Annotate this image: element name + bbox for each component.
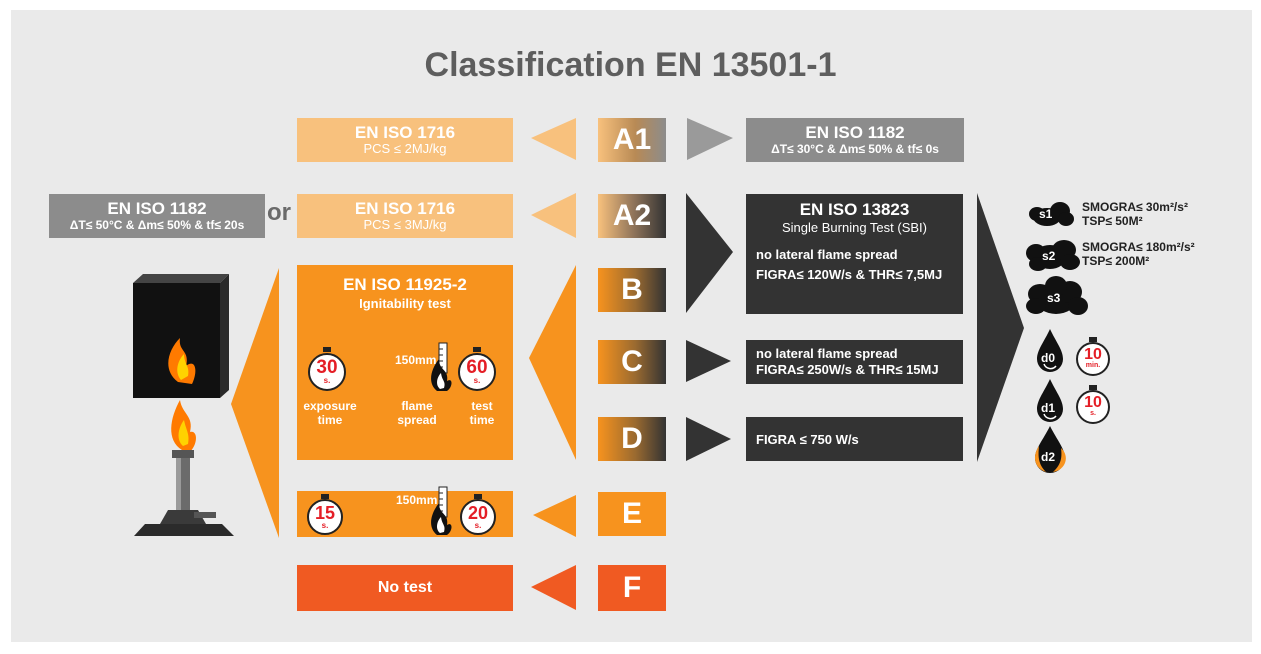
class-f-badge: F [598, 565, 666, 611]
a2-left-heading: EN ISO 1716 [354, 198, 456, 218]
d0-timer-value: 10 [1084, 346, 1102, 363]
a1-left-box: EN ISO 1716 PCS ≤ 2MJ/kg [297, 118, 513, 162]
d2-label: d2 [1041, 450, 1056, 464]
test-value: 60 [466, 357, 488, 378]
a1-right-criteria: ΔT≤ 30°C & Δm≤ 50% & tf≤ 0s [771, 141, 939, 156]
d0-timer-unit: min. [1085, 362, 1101, 369]
s1-criteria: SMOGRA≤ 30m²/s² TSP≤ 50M² [1082, 200, 1188, 229]
ignitability-subheading: Ignitability test [359, 296, 451, 311]
s1-line2: TSP≤ 50M² [1082, 214, 1143, 229]
s2-line2: TSP≤ 200M² [1082, 254, 1150, 269]
s1-line1: SMOGRA≤ 30m²/s² [1082, 200, 1188, 214]
exposure-unit: s. [323, 376, 331, 385]
class-f-box: No test [297, 565, 513, 611]
d1-label: d1 [1041, 401, 1056, 415]
droplet-d0-icon [1037, 329, 1063, 372]
a2-alt-box: EN ISO 1182 ΔT≤ 50°C & Δm≤ 50% & tf≤ 20s [49, 194, 265, 238]
a2-alt-criteria: ΔT≤ 50°C & Δm≤ 50% & tf≤ 20s [69, 217, 245, 232]
class-a1-badge: A1 [598, 118, 666, 162]
sbi-line2: FIGRA≤ 120W/s & THR≤ 7,5MJ [756, 266, 943, 282]
droplet-d2-icon [1035, 426, 1065, 473]
d1-timer-icon: 10 s. [1074, 385, 1112, 425]
a2-alt-heading: EN ISO 1182 [107, 199, 207, 219]
e-flame-height-label: 150mm [396, 493, 438, 507]
sbi-heading: EN ISO 13823 [799, 200, 910, 219]
page-title: Classification EN 13501-1 [424, 46, 837, 84]
d0-timer-icon: 10 min. [1074, 337, 1112, 377]
or-label: or [267, 199, 291, 226]
burner-illustration [133, 274, 234, 536]
a2-left-box: EN ISO 1716 PCS ≤ 3MJ/kg [297, 194, 513, 238]
arrow-a2-left [531, 193, 576, 238]
class-d-line1: FIGRA ≤ 750 W/s [756, 432, 859, 447]
droplet-d1-icon [1037, 379, 1063, 422]
test-timer-icon: 60 s. [457, 347, 497, 391]
class-b-badge: B [598, 268, 666, 312]
a1-right-heading: EN ISO 1182 [805, 123, 905, 143]
a1-left-criteria: PCS ≤ 2MJ/kg [363, 141, 447, 157]
flame-height-label: 150mm [395, 353, 437, 367]
flame-ruler-icon [431, 342, 452, 391]
s1-label: s1 [1039, 207, 1053, 221]
d1-timer-value: 10 [1084, 394, 1102, 411]
e-test-value: 20 [467, 503, 489, 523]
arrow-c [686, 340, 731, 382]
sbi-subheading: Single Burning Test (SBI) [782, 220, 927, 235]
d0-label: d0 [1041, 351, 1056, 365]
e-test-timer-icon: 20 s. [458, 494, 498, 538]
e-test-unit: s. [474, 521, 482, 530]
arrow-f [531, 565, 576, 610]
class-e-badge: E [598, 492, 666, 536]
e-exposure-timer-icon: 15 s. [305, 494, 345, 538]
funnel-center-arrow [529, 265, 576, 460]
s2-label: s2 [1042, 249, 1056, 263]
class-c-line2: FIGRA≤ 250W/s & THR≤ 15MJ [756, 362, 939, 378]
s3-label: s3 [1047, 291, 1061, 305]
s2-line1: SMOGRA≤ 180m²/s² [1082, 240, 1195, 254]
class-c-badge: C [598, 340, 666, 384]
e-exposure-unit: s. [321, 521, 329, 530]
ignitability-heading: EN ISO 11925-2 [343, 275, 467, 294]
label-exposure: exposure time [303, 399, 357, 428]
e-exposure-value: 15 [314, 503, 336, 523]
class-e-box: 15 s. 150mm 20 s. [297, 486, 513, 538]
class-d-badge: D [598, 417, 666, 461]
d1-timer-unit: s. [1090, 410, 1096, 417]
label-flame: flame spread [397, 399, 437, 428]
class-a2-badge: A2 [598, 194, 666, 238]
class-c-box: no lateral flame spread FIGRA≤ 250W/s & … [746, 340, 963, 384]
no-test-label: No test [377, 578, 433, 596]
arrow-e [533, 495, 576, 537]
arrow-a1-left [531, 118, 576, 160]
class-c-line1: no lateral flame spread [756, 346, 898, 361]
sbi-box: EN ISO 13823 Single Burning Test (SBI) n… [746, 194, 963, 314]
s2-criteria: SMOGRA≤ 180m²/s² TSP≤ 200M² [1082, 240, 1195, 269]
exposure-timer-icon: 30 s. [307, 347, 347, 391]
arrow-a1-right [687, 118, 733, 160]
funnel-left-arrow [231, 268, 279, 538]
cloud-s3-icon [1026, 276, 1088, 315]
a1-left-heading: EN ISO 1716 [354, 122, 456, 142]
cloud-s2-icon [1026, 240, 1080, 271]
exposure-value: 30 [316, 357, 338, 378]
class-d-box: FIGRA ≤ 750 W/s [746, 417, 963, 461]
ignitability-box: EN ISO 11925-2 Ignitability test 30 s. 1… [297, 265, 513, 460]
cloud-s1-icon [1029, 202, 1074, 226]
arrow-sbi [686, 193, 733, 313]
arrow-d [686, 417, 731, 461]
a1-right-box: EN ISO 1182 ΔT≤ 30°C & Δm≤ 50% & tf≤ 0s [746, 118, 964, 162]
arrow-big-right [977, 193, 1024, 462]
e-flame-ruler-icon [431, 486, 452, 535]
test-unit: s. [473, 376, 481, 385]
label-test: test time [469, 399, 495, 428]
a2-left-criteria: PCS ≤ 3MJ/kg [363, 217, 447, 233]
sbi-line1: no lateral flame spread [756, 247, 898, 262]
